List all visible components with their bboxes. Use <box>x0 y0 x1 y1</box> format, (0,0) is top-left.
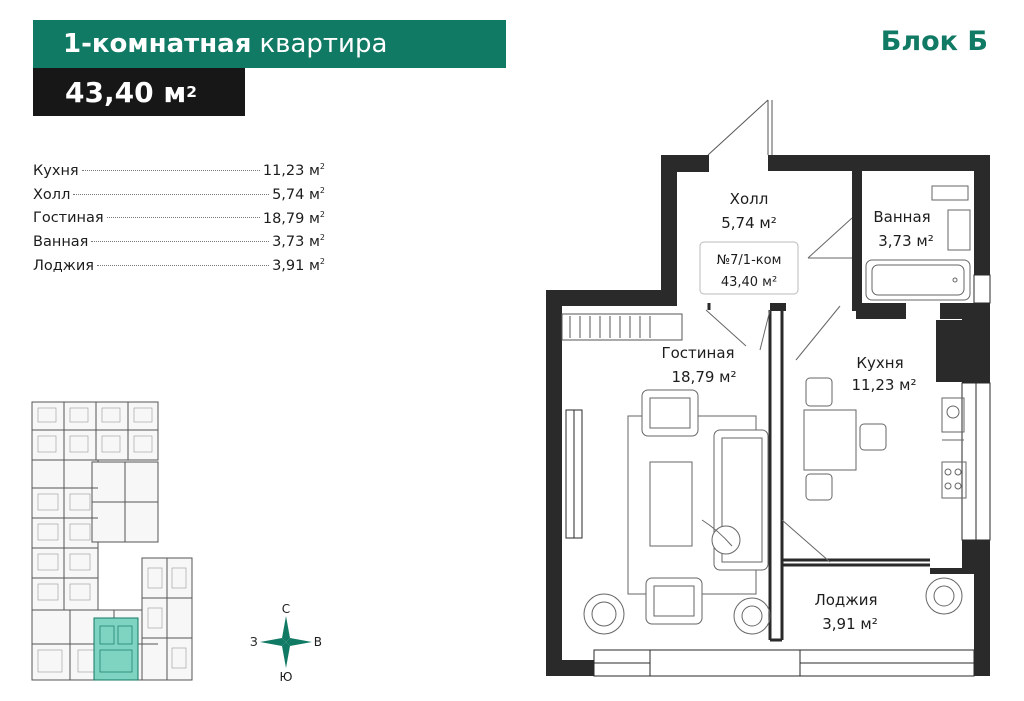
room-name: Холл <box>33 186 71 203</box>
room-area-table: Кухня 11,23 м2 Холл 5,74 м2 Гостиная 18,79 … <box>33 157 325 276</box>
loggia-area: 3,91 м² <box>822 615 878 633</box>
unit-badge <box>699 241 799 295</box>
bathroom-fixtures <box>865 185 971 301</box>
door-swings <box>705 217 853 563</box>
apartment-type-bold: 1-комнатная <box>63 29 252 59</box>
exterior-walls <box>546 155 990 676</box>
living-label: Гостиная <box>661 344 734 362</box>
windows <box>565 274 991 677</box>
compass-west: З <box>250 635 258 649</box>
room-name: Гостиная <box>33 210 104 227</box>
room-area: 18,79 м2 <box>262 209 325 227</box>
kitchen-appliances <box>941 397 967 499</box>
room-row: Кухня 11,23 м2 <box>33 157 325 181</box>
compass-east: В <box>314 635 322 649</box>
plant-icons <box>583 577 963 635</box>
entrance-door-icon <box>707 99 773 156</box>
bath-area: 3,73 м² <box>878 232 934 250</box>
room-area: 11,23 м2 <box>262 162 325 179</box>
highlighted-apartment <box>93 617 139 681</box>
kitchen-area: 11,23 м² <box>851 376 916 394</box>
room-name: Лоджия <box>33 258 95 275</box>
bath-label: Ванная <box>873 208 930 226</box>
unit-badge-area: 43,40 м² <box>721 275 777 290</box>
apartment-type-banner: 1-комнатная квартира <box>33 20 506 68</box>
room-area: 5,74 м2 <box>272 185 325 203</box>
leader-dots <box>97 265 270 267</box>
compass-north: С <box>282 602 290 616</box>
living-furniture <box>627 389 769 625</box>
building-key-plan <box>31 401 193 681</box>
leader-dots <box>73 193 270 195</box>
leader-dots <box>91 241 270 243</box>
room-row: Холл 5,74 м2 <box>33 181 325 205</box>
compass-rose: С Ю З В <box>250 602 322 682</box>
loggia-label: Лоджия <box>814 591 877 609</box>
room-area: 3,73 м2 <box>272 233 325 251</box>
hall-area: 5,74 м² <box>721 214 777 232</box>
leader-dots <box>106 217 260 219</box>
compass-south: Ю <box>280 670 293 682</box>
room-area: 3,91 м2 <box>272 257 325 275</box>
room-row: Ванная 3,73 м2 <box>33 228 325 252</box>
living-area: 18,79 м² <box>671 368 736 386</box>
total-area-value: 43,40 м <box>65 75 187 109</box>
total-area-sup: 2 <box>186 83 197 101</box>
room-name: Ванная <box>33 234 89 251</box>
room-name: Кухня <box>33 162 79 179</box>
compass-star-icon <box>260 616 312 668</box>
interior-walls <box>707 303 930 642</box>
room-row: Лоджия 3,91 м2 <box>33 252 325 276</box>
hall-label: Холл <box>730 190 769 208</box>
leader-dots <box>81 169 260 171</box>
unit-badge-code: №7/1-ком <box>717 253 782 268</box>
room-row: Гостиная 18,79 м2 <box>33 205 325 229</box>
apartment-type-light: квартира <box>259 29 388 59</box>
block-label: Блок Б <box>880 26 988 57</box>
kitchen-label: Кухня <box>856 354 903 372</box>
dining-set <box>803 377 887 501</box>
wardrobe <box>561 313 683 341</box>
